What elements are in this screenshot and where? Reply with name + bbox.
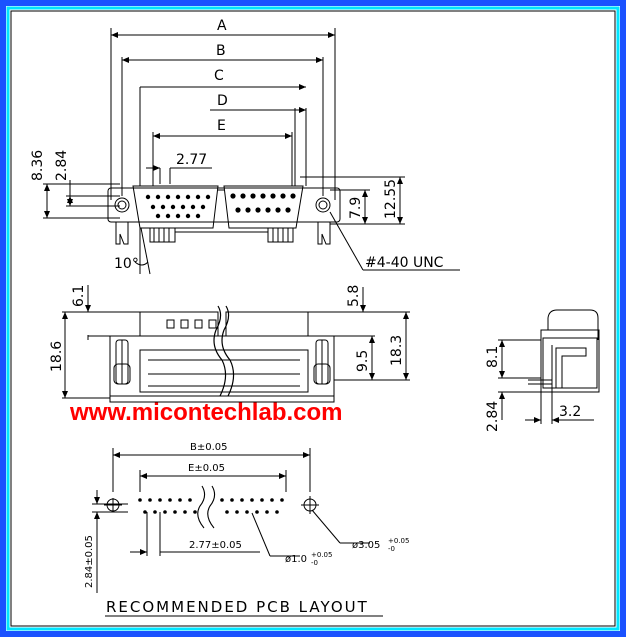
pcb-b-tol-label: B±0.05 [190, 442, 228, 453]
dim-3-2-label: 3.2 [559, 404, 581, 420]
dim-6-1-label: 6.1 [71, 285, 87, 307]
dim-b-label: B [216, 43, 226, 59]
dim-9-5-label: 9.5 [355, 350, 371, 372]
pcb-mount-hole-label: ø3.05 [352, 540, 380, 551]
pcb-layout-title: RECOMMENDED PCB LAYOUT [106, 598, 369, 616]
dim-18-6-label: 18.6 [49, 341, 65, 372]
pcb-pitch-tol-label: 2.77±0.05 [189, 540, 242, 551]
pin-array-top [145, 193, 296, 219]
dim-12-55-label: 12.55 [383, 179, 399, 219]
watermark-url: www.micontechlab.com [69, 399, 343, 426]
pcb-e-tol-label: E±0.05 [188, 463, 225, 474]
pcb-mount-hole-tol-up: +0.05 [388, 537, 409, 545]
dim-e-label: E [217, 118, 226, 134]
dim-c-label: C [214, 68, 224, 84]
pcb-mount-hole-tol-dn: -0 [388, 545, 395, 553]
dim-2-84-label: 2.84 [54, 150, 70, 181]
dim-5-8-label: 5.8 [346, 285, 362, 307]
dim-d-label: D [217, 93, 228, 109]
dim-a-label: A [217, 18, 227, 34]
dim-7-9-label: 7.9 [348, 197, 364, 219]
pcb-pin-hole-tol-up: +0.05 [311, 551, 332, 559]
pcb-pin-hole-label: ø1.0 [285, 554, 307, 565]
dim-18-3-label: 18.3 [389, 335, 405, 366]
dim-8-1-label: 8.1 [485, 346, 501, 368]
pcb-row-tol-label: 2.84±0.05 [84, 535, 95, 588]
inner-border [6, 6, 620, 631]
screw-thread-label: #4-40 UNC [365, 255, 444, 271]
dim-end-2-84-label: 2.84 [485, 401, 501, 432]
angle-label: 10° [114, 256, 139, 272]
dim-8-36-label: 8.36 [30, 150, 46, 181]
dim-pitch-label: 2.77 [176, 152, 207, 168]
pcb-hole-array [138, 498, 284, 514]
pcb-pin-hole-tol-dn: -0 [311, 559, 318, 567]
